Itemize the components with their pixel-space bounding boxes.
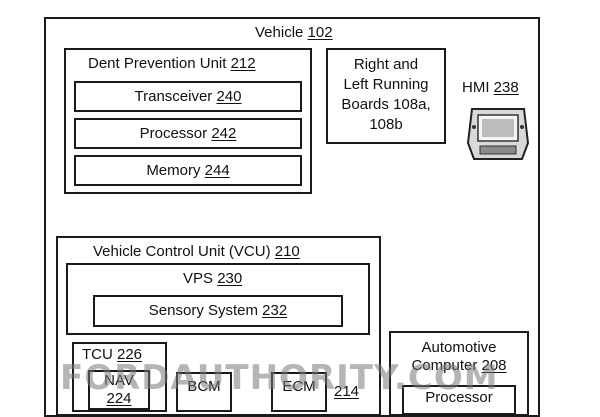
hmi-label: HMI 238: [462, 79, 519, 96]
automotive-computer-label: Automotive Computer 208: [411, 339, 507, 374]
running-boards-label: Right and Left Running Boards 108a, 108b: [341, 56, 431, 133]
transceiver-box: Transceiver 240: [74, 81, 302, 112]
ecm-ref: 214: [334, 383, 360, 400]
tcu-label: TCU 226: [82, 346, 143, 363]
memory-box: Memory 244: [74, 155, 302, 186]
running-boards-box: [326, 48, 446, 144]
vehicle-label: Vehicle 102: [255, 24, 333, 41]
vps-label: VPS 230: [183, 270, 243, 287]
processor-box: Processor 242: [74, 118, 302, 149]
watermark-logo: FORDAUTHORITY.COM: [60, 358, 499, 398]
vcu-label: Vehicle Control Unit (VCU) 210: [93, 243, 300, 260]
sensory-system-box: Sensory System 232: [93, 295, 343, 327]
dent-prevention-unit-label: Dent Prevention Unit 212: [88, 55, 256, 72]
hmi-display-icon: [466, 108, 530, 160]
